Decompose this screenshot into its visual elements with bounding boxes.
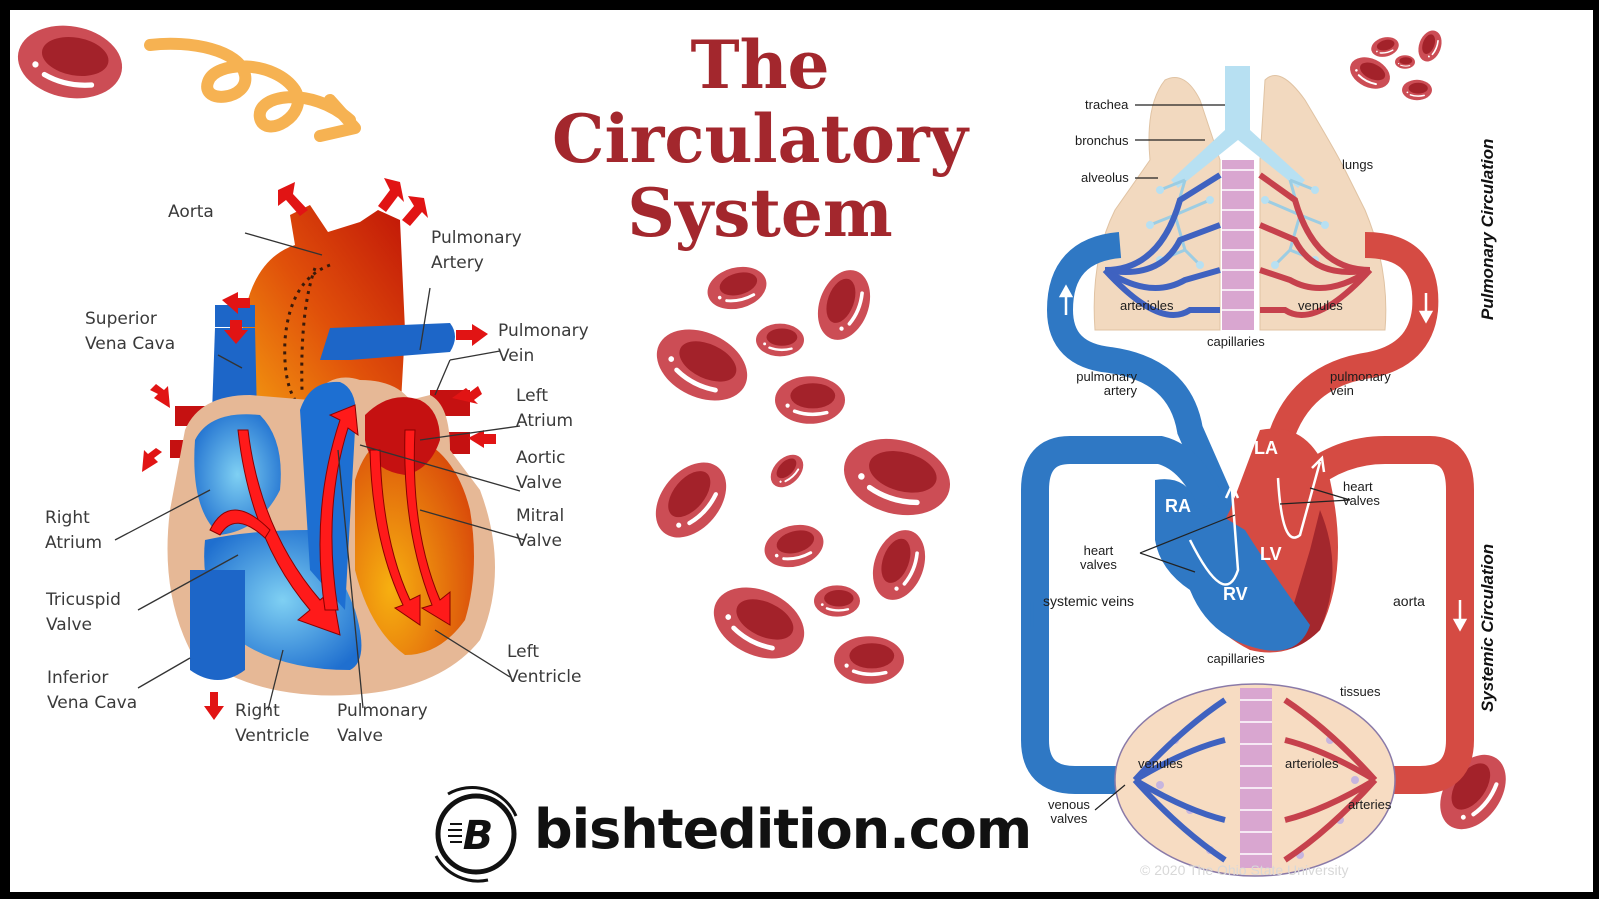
label-aorta: aorta [1393, 593, 1425, 609]
swirl-arrowhead-icon [314, 94, 361, 142]
brand-logo: B [434, 786, 518, 883]
label-ra: RA [1165, 496, 1191, 516]
left-atrium-shape [365, 397, 440, 475]
label-capillaries-lungs: capillaries [1207, 334, 1265, 349]
vena-cava-branch [215, 305, 255, 327]
direction-arrows [142, 178, 496, 720]
label-superior-vena-cava: Superior Vena Cava [85, 309, 176, 354]
label-arteries: arteries [1348, 797, 1392, 812]
label-aortic-valve: Aortic Valve [516, 448, 566, 493]
logo-letter: B [463, 813, 494, 859]
aorta-dotted-path [283, 263, 331, 401]
copyright-text: © 2020 The Ohio State University [1140, 862, 1349, 878]
label-tissues: tissues [1340, 684, 1381, 699]
logo-arc [434, 855, 489, 883]
logo-arc [447, 786, 518, 817]
systemic-veins-vessel [1021, 436, 1234, 794]
logo-speed-lines [448, 823, 462, 843]
label-systemic-veins: systemic veins [1043, 593, 1135, 609]
lung-arterioles [1102, 172, 1222, 318]
label-lungs: lungs [1342, 157, 1374, 172]
decorations [10, 10, 1593, 892]
label-inferior-vena-cava: Inferior Vena Cava [47, 668, 138, 713]
tissue-arterioles [1283, 697, 1378, 863]
alveolus-icons [1146, 186, 1329, 269]
aorta-shape [242, 205, 405, 430]
aorta-vessel [1295, 436, 1474, 794]
pulmonary-vein-vessel [1267, 232, 1439, 445]
label-bronchus: bronchus [1075, 133, 1129, 148]
brand-site-name: bishtedition.com [534, 798, 1032, 861]
label-mitral-valve: Mitral Valve [516, 506, 565, 551]
page-title: The Circulatory System [530, 28, 990, 250]
label-la: LA [1254, 438, 1278, 458]
heart-flow-arrows [1188, 455, 1326, 586]
title-line-1: The [690, 26, 830, 104]
pulmonary-artery-shape [320, 323, 455, 360]
right-lung-shape [1259, 75, 1387, 331]
label-pulmonary-circulation: Pulmonary Circulation [1478, 138, 1497, 320]
title-line-2: Circulatory [551, 100, 968, 178]
lung-venules [1258, 172, 1373, 318]
label-alveolus: alveolus [1081, 170, 1129, 185]
label-right-ventricle: Right Ventricle [235, 701, 310, 746]
label-rv: RV [1223, 584, 1248, 604]
label-pulmonary-vein: pulmonary vein [1330, 369, 1391, 398]
swirl-arrow-icon [144, 37, 356, 133]
circulation-diagram [1021, 66, 1474, 877]
lung-capillaries [1222, 160, 1254, 330]
label-aorta: Aorta [168, 202, 214, 222]
label-arterioles-tissues: arterioles [1285, 756, 1339, 771]
title-line-3: System [627, 174, 893, 252]
label-pulmonary-valve: Pulmonary Valve [337, 701, 428, 746]
label-right-atrium: Right Atrium [45, 508, 103, 553]
label-venous-valves: venous valves [1048, 797, 1090, 826]
label-trachea: trachea [1085, 97, 1129, 112]
inferior-vena-cava-shape [190, 570, 245, 680]
heart-diagram [114, 178, 526, 720]
logo-ring [435, 793, 517, 875]
label-heart-valves-right: heart valves [1343, 479, 1380, 508]
label-arterioles-lungs: arterioles [1120, 298, 1174, 313]
pulmonary-artery-vessel [1046, 232, 1257, 561]
heart-blue-shape [1155, 479, 1310, 651]
label-capillaries-tissues: capillaries [1207, 651, 1265, 666]
label-heart-valves-left: heart valves [1080, 543, 1117, 572]
tissue-capillaries [1240, 688, 1272, 868]
tissue-venules [1132, 697, 1227, 863]
blood-flow-arrows [209, 404, 451, 636]
label-tricuspid-valve: Tricuspid Valve [46, 590, 121, 635]
label-left-ventricle: Left Ventricle [507, 642, 582, 687]
trachea-shape [1171, 66, 1305, 188]
label-systemic-circulation: Systemic Circulation [1478, 543, 1497, 712]
label-lv: LV [1260, 544, 1282, 564]
label-pulmonary-artery: pulmonary artery [1076, 369, 1137, 398]
label-venules-lungs: venules [1298, 298, 1343, 313]
label-pulmonary-artery: Pulmonary Artery [431, 228, 522, 273]
label-pulmonary-vein: Pulmonary Vein [498, 321, 589, 366]
flow-direction-arrows [1030, 284, 1468, 632]
label-left-atrium: Left Atrium [516, 386, 574, 431]
heart-leader-lines [114, 232, 526, 711]
poster: Aorta Pulmonary Artery Superior Vena Cav… [10, 10, 1593, 892]
label-venules-tissues: venules [1138, 756, 1183, 771]
circulation-leader-lines [1094, 104, 1351, 811]
